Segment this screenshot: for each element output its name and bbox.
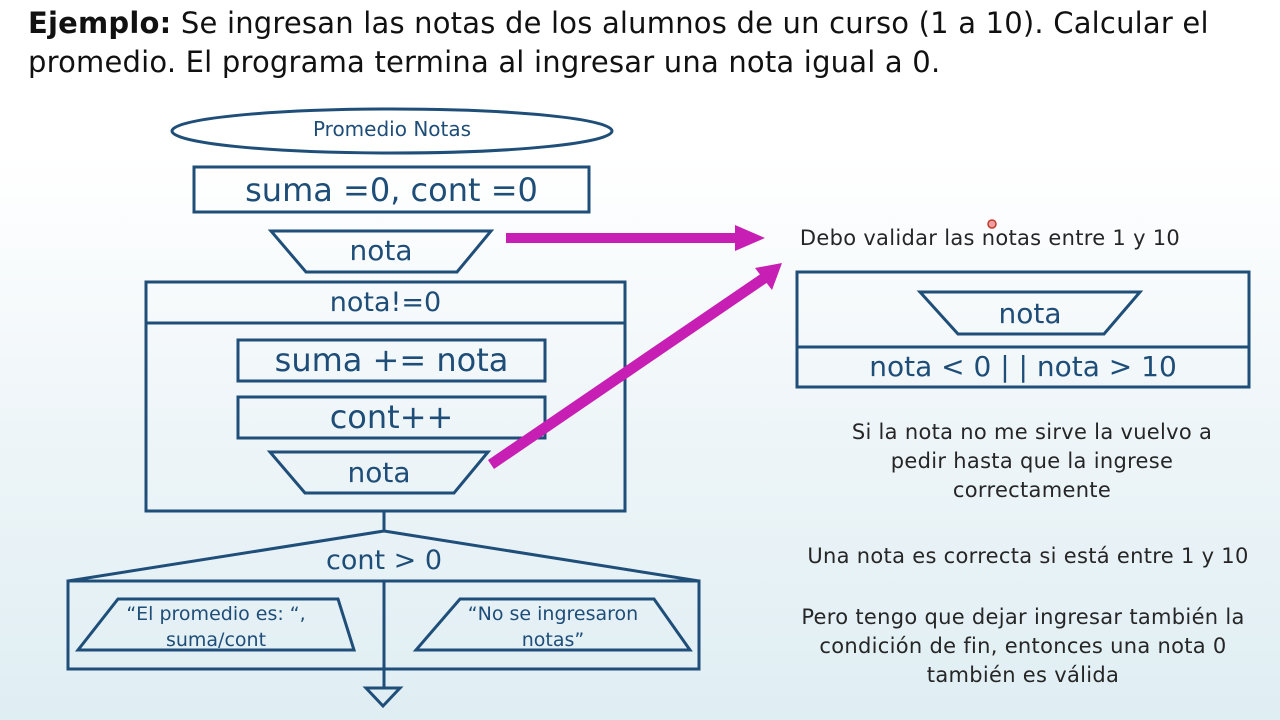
output-false-line2: notas” bbox=[521, 629, 585, 651]
start-label: Promedio Notas bbox=[312, 117, 472, 141]
validation-input-label: nota bbox=[998, 297, 1062, 330]
validation-container bbox=[795, 270, 1251, 389]
loop-step2-label: cont++ bbox=[329, 398, 454, 436]
input1-label: nota bbox=[349, 234, 413, 267]
init-label: suma =0, cont =0 bbox=[245, 171, 538, 209]
loop-step1-box bbox=[236, 338, 547, 383]
output-true-trapezoid bbox=[74, 597, 357, 652]
slide-title: Ejemplo: Se ingresan las notas de los al… bbox=[28, 4, 1268, 82]
loop-condition-label: nota!=0 bbox=[329, 287, 442, 318]
output-false-trapezoid bbox=[412, 597, 693, 652]
arrow-diagonal-head bbox=[755, 263, 782, 290]
note-valid-range: Una nota es correcta si está entre 1 y 1… bbox=[807, 544, 1249, 568]
start-ellipse bbox=[170, 107, 614, 155]
output-false-line1: “No se ingresaron bbox=[467, 603, 639, 625]
loop-input-label: nota bbox=[347, 456, 411, 489]
pointer-dot bbox=[987, 219, 997, 229]
note-end-condition: Pero tengo que dejar ingresar también la… bbox=[801, 605, 1245, 687]
title-text: Se ingresan las notas de los alumnos de … bbox=[28, 6, 1209, 79]
validation-caption: Debo validar las notas entre 1 y 10 bbox=[799, 226, 1181, 250]
arrow-horizontal-head bbox=[735, 225, 765, 251]
init-box bbox=[192, 165, 591, 214]
validation-input-trapezoid bbox=[916, 290, 1144, 336]
input-trapezoid bbox=[267, 229, 495, 274]
end-arrow bbox=[362, 686, 404, 709]
loop-step2-box bbox=[236, 395, 547, 440]
loop-input-trapezoid bbox=[266, 450, 492, 495]
arrow-horizontal-shaft bbox=[506, 233, 738, 243]
output-true-line2: suma/cont bbox=[165, 629, 267, 651]
title-bold: Ejemplo: bbox=[28, 6, 172, 40]
note-revalidate: Si la nota no me sirve la vuelvo a pedir… bbox=[851, 420, 1213, 502]
arrow-diagonal-shaft bbox=[488, 273, 768, 469]
output-true-line1: “El promedio es: “, bbox=[126, 603, 306, 625]
decision-label: cont > 0 bbox=[325, 545, 443, 576]
loop-step1-label: suma += nota bbox=[274, 341, 509, 379]
validation-condition-label: nota < 0 | | nota > 10 bbox=[869, 350, 1177, 383]
